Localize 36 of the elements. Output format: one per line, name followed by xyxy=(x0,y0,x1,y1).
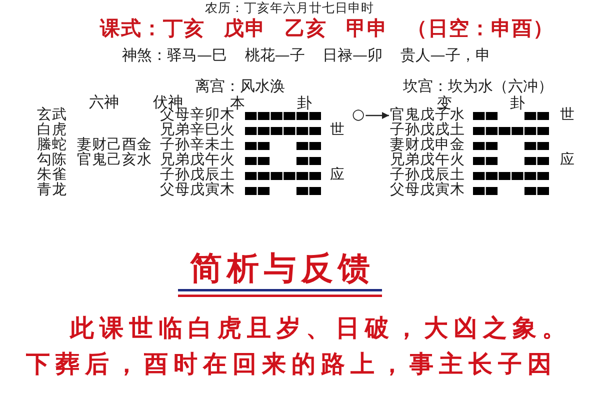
hexagram-title: 离宫：风水涣 xyxy=(195,78,285,94)
arrow xyxy=(366,112,389,119)
position-mark: 应 xyxy=(560,153,575,168)
spirit-name: 螣蛇 xyxy=(37,138,67,153)
column-header: 卦 xyxy=(297,95,312,111)
spirit-name: 青龙 xyxy=(37,183,67,198)
spirit-name: 勾陈 xyxy=(37,153,67,168)
hidden-line-text: 妻财己酉金 xyxy=(77,138,152,153)
spirit-name: 朱雀 xyxy=(37,168,67,183)
moving-line-mark: ○ xyxy=(352,108,365,123)
line-text: 父母辛卯木 xyxy=(160,108,235,123)
line-text: 兄弟戊午火 xyxy=(390,153,465,168)
column-header: 变 xyxy=(437,95,452,111)
spirit-name: 白虎 xyxy=(37,123,67,138)
date-line: 农历：丁亥年六月廿七日申时 xyxy=(205,1,374,15)
hidden-line-text: 官鬼己亥水 xyxy=(77,153,152,168)
line-text: 妻财戊申金 xyxy=(390,138,465,153)
line-text: 兄弟辛巳火 xyxy=(160,123,235,138)
spirit-name: 玄武 xyxy=(37,108,67,123)
line-text: 子孙戊辰土 xyxy=(160,168,235,183)
section-heading: 简析与反馈 xyxy=(190,250,375,286)
position-mark: 世 xyxy=(560,108,575,123)
position-mark: 应 xyxy=(330,168,345,183)
line-text: 子孙辛未土 xyxy=(160,138,235,153)
line-text: 子孙戊辰土 xyxy=(390,168,465,183)
column-header: 卦 xyxy=(510,95,525,111)
line-text: 子孙戊戌土 xyxy=(390,123,465,138)
line-text: 兄弟戊午火 xyxy=(160,153,235,168)
column-header: 六神 xyxy=(89,94,119,110)
hexagram-title: 坎宫：坎为水（六冲） xyxy=(403,78,553,94)
spirit-stars-line: 神煞：驿马—巳 桃花—子 日禄—卯 贵人—子，申 xyxy=(122,47,490,64)
chart-pattern-line: 课式：丁亥 戊申 乙亥 甲申 （日空：申酉） xyxy=(100,17,554,39)
line-text: 父母戊寅木 xyxy=(160,183,235,198)
analysis-paragraph: 此课世临白虎且岁、日破，大凶之象。下葬后，酉时在回来的路上，事主长子因 xyxy=(26,313,572,380)
position-mark: 世 xyxy=(330,123,345,138)
line-text: 父母戊寅木 xyxy=(390,183,465,198)
